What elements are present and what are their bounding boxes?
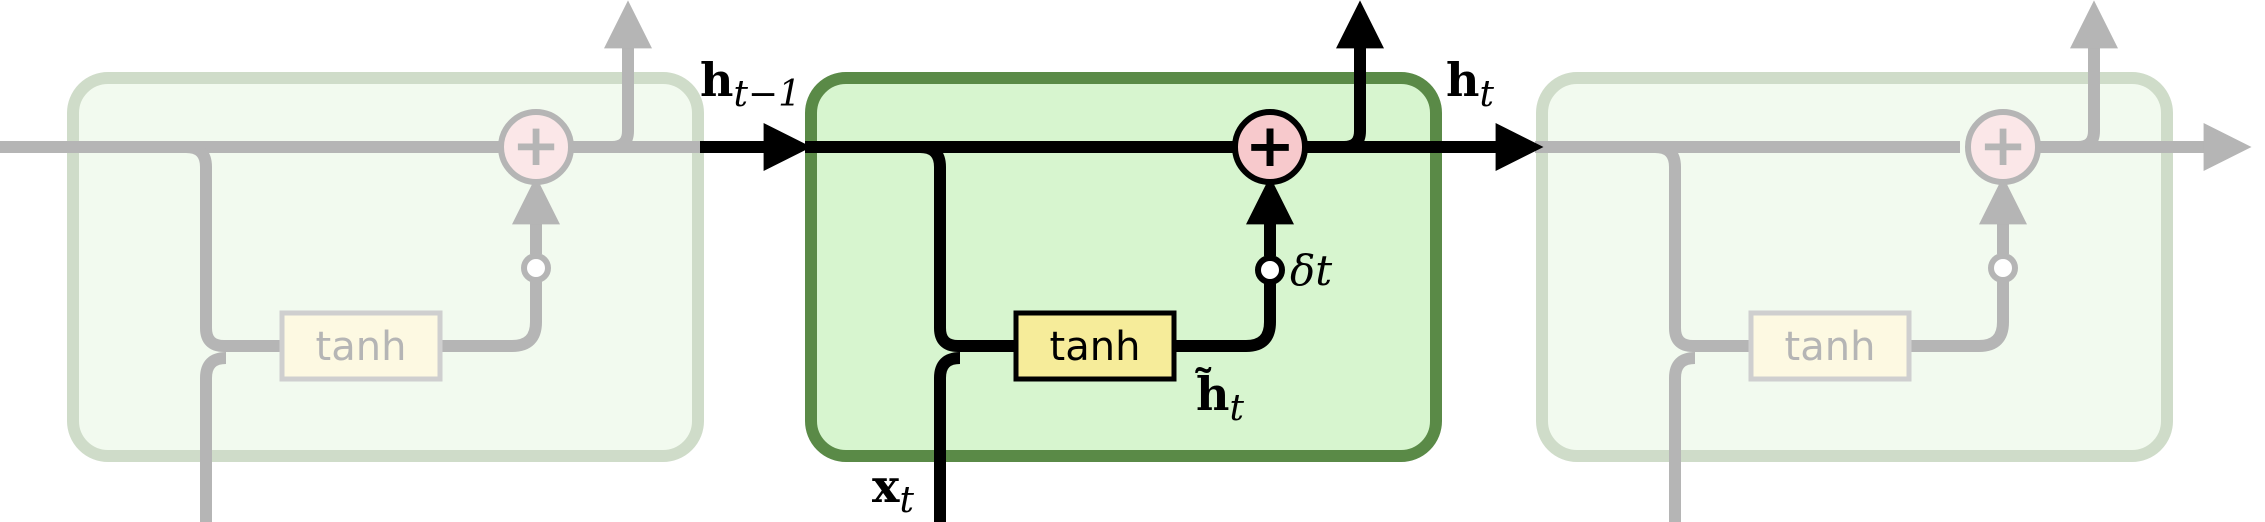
cell-previous-add-node: + <box>498 109 574 185</box>
cell-next-output-up <box>2039 0 2118 153</box>
cell-next-add-symbol: + <box>1979 111 2028 179</box>
label-x: xt <box>872 459 914 521</box>
label-h-tilde: h̃t <box>1195 367 1245 429</box>
cell-current: + tanh <box>700 0 1544 522</box>
cell-current-add-node: + <box>1232 109 1308 185</box>
cell-previous-body <box>67 72 704 462</box>
cell-next-input-branch <box>1654 141 1751 352</box>
cell-next: + tanh <box>1535 0 2252 522</box>
cell-next-input-line <box>1669 352 1696 522</box>
cell-current-add-symbol: + <box>1245 111 1295 181</box>
cell-next-tanh-box: tanh <box>1748 310 1912 382</box>
label-h-prev: ht−1 <box>700 53 801 115</box>
cell-previous-input-branch <box>185 141 282 352</box>
label-delta: δt <box>1290 246 1332 295</box>
cell-next-tanh-label: tanh <box>1785 324 1876 370</box>
cell-next-body <box>1536 72 2173 462</box>
cell-previous: + tanh <box>0 0 704 522</box>
cell-current-tanh-box: tanh <box>1013 310 1177 382</box>
cell-previous-input-line <box>200 352 227 522</box>
cell-current-tanh-label: tanh <box>1050 324 1141 370</box>
label-h-cur: ht <box>1446 53 1494 115</box>
cell-previous-tanh-box: tanh <box>279 310 443 382</box>
cell-next-gate-circle <box>1988 253 2018 283</box>
cell-current-input-branch <box>919 141 1014 352</box>
cell-current-output-up <box>1305 0 1384 153</box>
cell-current-gate-circle <box>1255 255 1285 285</box>
cell-previous-gate-circle <box>521 253 551 283</box>
cell-previous-add-symbol: + <box>512 111 561 179</box>
cell-current-body <box>805 72 1442 462</box>
cell-previous-output-up <box>572 0 652 153</box>
x-input-line <box>934 352 961 522</box>
cell-previous-tanh-label: tanh <box>316 324 407 370</box>
cell-next-add-node: + <box>1965 109 2041 185</box>
